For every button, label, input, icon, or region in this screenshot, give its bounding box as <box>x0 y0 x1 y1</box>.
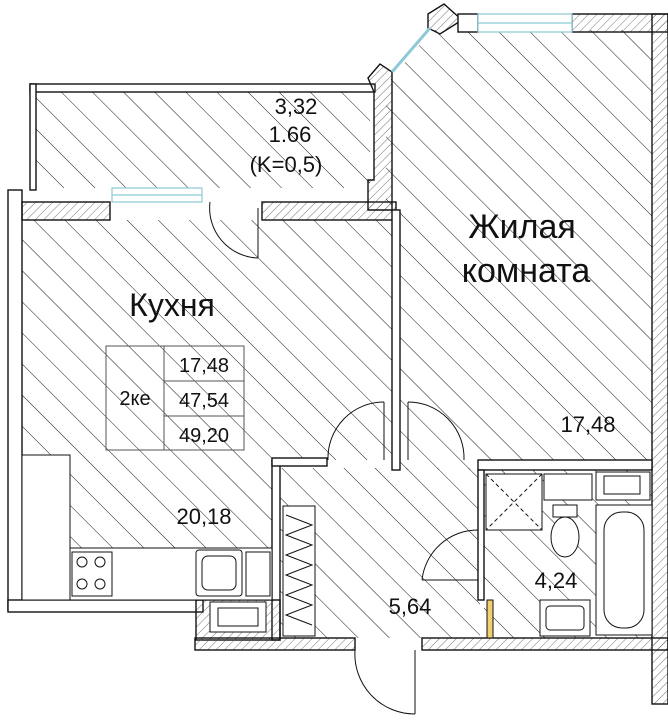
bathroom-door-swing <box>421 529 479 581</box>
living-door-swing <box>407 401 465 461</box>
windows <box>111 13 573 203</box>
summary-table <box>105 345 245 451</box>
bathroom-wall-top <box>477 459 653 471</box>
partition-kitchen-living <box>391 209 401 471</box>
living-room-name-1: Жилая <box>468 208 576 246</box>
hall-wall-top-left <box>271 457 328 467</box>
walls <box>7 3 668 705</box>
outer-wall-left <box>7 189 23 611</box>
summary-total-with-balcony: 49,20 <box>179 425 229 447</box>
kitchen-cabinet <box>245 551 271 597</box>
balcony-parapet-left <box>29 83 37 191</box>
kitchen-name: Кухня <box>129 287 215 323</box>
corner-column <box>367 63 393 211</box>
entrance-door-swing <box>354 649 416 715</box>
living-wall-top-left <box>457 13 479 33</box>
doors <box>209 201 494 715</box>
balcony-reduced-area: 1.66 <box>269 122 312 147</box>
living-room-name-2: комната <box>462 252 591 290</box>
bathroom-toilet <box>550 516 580 558</box>
fixtures <box>21 454 653 637</box>
bathroom-area: 4,24 <box>535 568 578 593</box>
balcony-coefficient: (K=0,5) <box>250 152 323 177</box>
entrance-door-jamb <box>486 599 494 639</box>
living-corner-wall <box>427 3 464 35</box>
balcony-floor <box>35 92 370 188</box>
kitchen-floor <box>22 220 396 460</box>
labels: 3,32 1.66 (K=0,5) Жилая комната 17,48 Ку… <box>119 94 615 619</box>
summary-living-area: 17,48 <box>179 355 229 377</box>
outer-wall-bottom-left <box>7 599 204 613</box>
summary-total-area: 47,54 <box>179 390 229 412</box>
living-wall-right <box>651 13 668 705</box>
balcony-parapet-top <box>29 83 376 93</box>
living-room-floor <box>386 30 652 470</box>
bathroom-washer <box>543 473 593 501</box>
bathroom-shower-tray <box>485 473 543 531</box>
kitchen-door-swing <box>327 401 385 461</box>
bathroom-wall-left <box>477 469 485 601</box>
balcony-area: 3,32 <box>275 94 318 119</box>
apartment-type: 2ке <box>119 388 150 410</box>
kitchen-area: 20,18 <box>176 504 231 529</box>
wall-kitchen-balcony-left <box>21 201 111 221</box>
living-room-area: 17,48 <box>560 412 615 437</box>
hall-area: 5,64 <box>389 594 432 619</box>
balcony-door-swing <box>209 201 259 259</box>
wardrobe-hangers <box>284 514 314 626</box>
bottom-wall-hall-left <box>194 637 356 651</box>
kitchen-counter-left <box>21 454 71 601</box>
bottom-wall-right <box>421 637 668 651</box>
window-living-angle <box>390 27 432 73</box>
